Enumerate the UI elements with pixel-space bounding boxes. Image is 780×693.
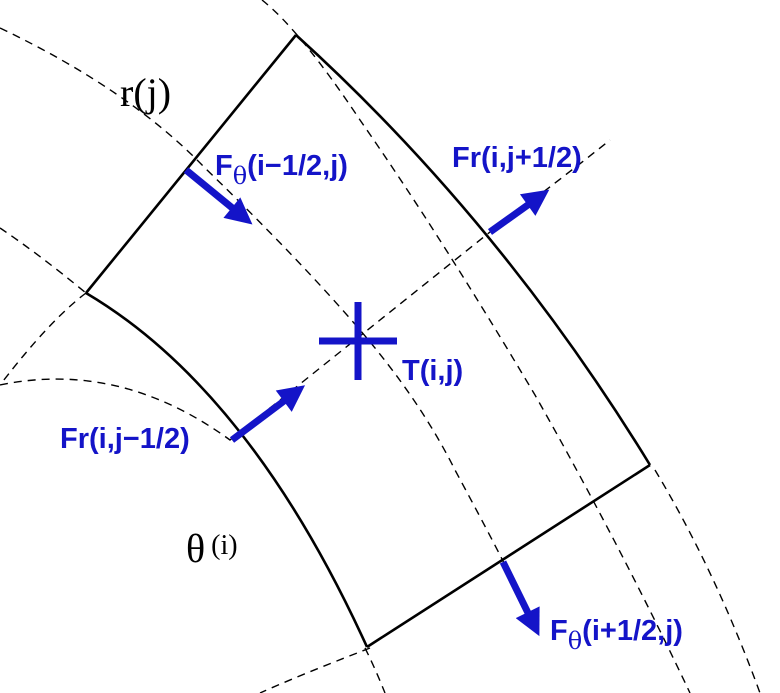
- theta-index: (i): [211, 530, 237, 561]
- flux-theta-left-symbol: F: [215, 150, 233, 182]
- flux-theta-left-arrow: [183, 167, 253, 225]
- flux-theta-right-args: (i+1/2,j): [582, 615, 683, 647]
- dashed-radial-center: [0, 139, 611, 441]
- dashed-arc-inner: [0, 227, 87, 294]
- flux-theta-right-subscript: θ: [568, 627, 582, 655]
- flux-theta-left-args: (i−1/2,j): [247, 150, 348, 182]
- cell-edge-outer-arc: [295, 34, 652, 466]
- theta-coordinate-label: θ(i): [186, 526, 238, 571]
- flux-r-top-label: Fr(i,j+1/2): [452, 142, 582, 174]
- cell-edge-inner-arc: [85, 291, 369, 648]
- flux-r-top-arrow: [487, 189, 550, 235]
- cell-center-marker: [319, 302, 397, 380]
- flux-theta-left-label: Fθ(i−1/2,j): [215, 150, 348, 190]
- dashed-arc-right-lower: [654, 469, 761, 693]
- dashed-arc-outer: [261, 0, 691, 693]
- cell-edge-bottom: [366, 463, 651, 649]
- flux-r-bottom-arrow: [229, 385, 306, 443]
- dashed-radial-left: [0, 292, 87, 386]
- flux-r-bottom-label: Fr(i,j−1/2): [60, 423, 190, 455]
- coordinate-labels: r(j) θ(i): [120, 70, 238, 571]
- control-volume: [84, 34, 652, 649]
- flux-arrows: [183, 167, 550, 637]
- theta-symbol: θ: [186, 526, 205, 571]
- flux-theta-right-label: Fθ(i+1/2,j): [550, 615, 683, 655]
- radius-coordinate-label: r(j): [120, 70, 171, 115]
- dashed-grid: [0, 0, 761, 693]
- cell-edge-top: [84, 34, 298, 294]
- flux-theta-right-symbol: F: [550, 615, 568, 647]
- dashed-arc-middle: [0, 27, 506, 566]
- flux-theta-right-arrow: [499, 560, 540, 637]
- flux-labels: Fθ(i−1/2,j) Fr(i,j+1/2) T(i,j) Fr(i,j−1/…: [60, 142, 683, 655]
- flux-theta-left-subscript: θ: [233, 162, 247, 190]
- center-temperature-label: T(i,j): [402, 355, 463, 387]
- dashed-radial-bottom: [259, 647, 371, 693]
- dashed-arc-inner-lower: [364, 647, 386, 693]
